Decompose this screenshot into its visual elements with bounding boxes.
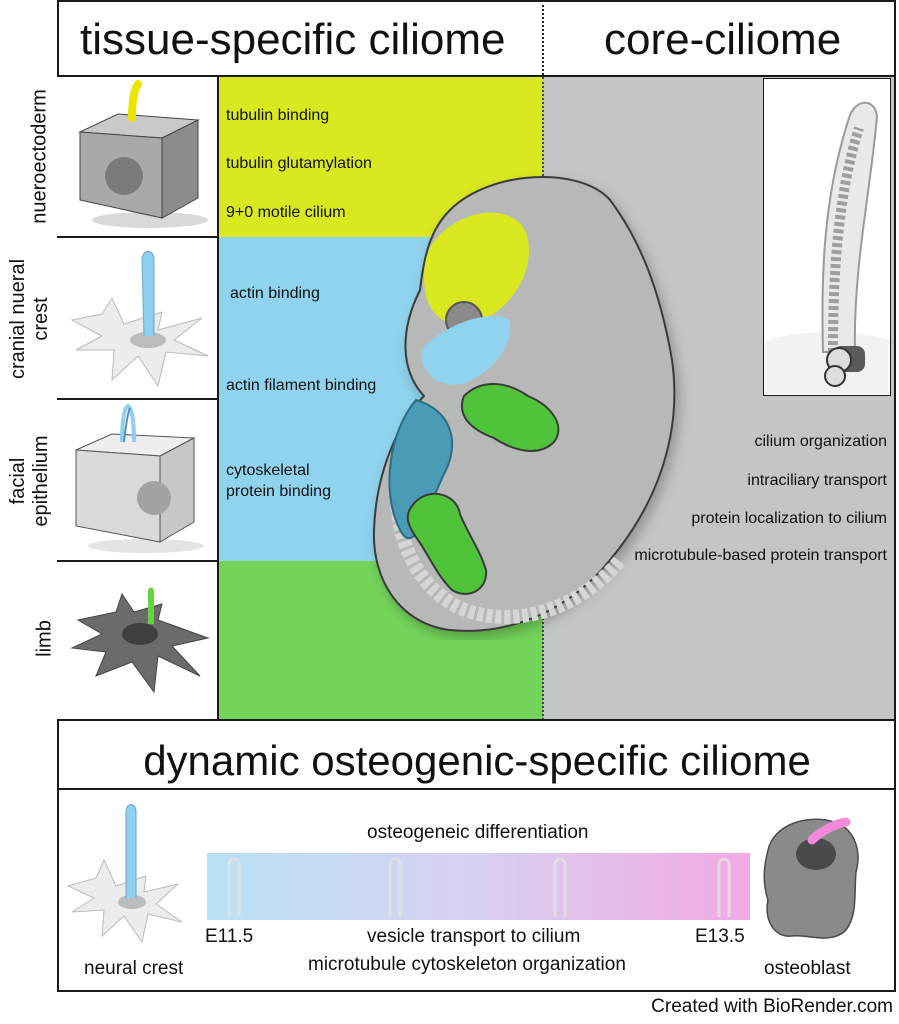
row-divider [57,398,219,400]
row-label-cranial-line1: cranial nueral [7,258,29,380]
header-divider [57,75,896,77]
differentiation-label: osteogeneic differentiation [367,822,589,843]
biorender-credit: Created with BioRender.com [651,996,893,1017]
term-tubulin-binding: tubulin binding [226,107,330,124]
row-label-facial-line1: facial [7,457,29,505]
core-ciliome-title: core-ciliome [604,15,842,64]
neural-crest-label: neural crest [84,958,184,979]
term-cytoskeletal-line1: cytoskeletal [226,462,310,479]
stage-end-label: E13.5 [695,926,745,947]
neural-crest-cell-illustration [66,804,183,944]
osteoblast-label: osteoblast [764,958,851,979]
term-vesicle-transport: vesicle transport to cilium [367,926,581,947]
cilium-structure-illustration [763,78,891,396]
term-motile-cilium: 9+0 motile cilium [226,204,346,221]
row-label-limb: limb [33,620,56,657]
row-label-neuroectoderm: nueroectoderm [28,89,51,224]
term-tubulin-glutamylation: tubulin glutamylation [226,155,372,172]
term-cytoskeletal-line2: protein binding [226,482,331,500]
cranial-crest-cell-illustration [70,251,209,388]
row-divider [57,236,219,238]
row-label-cranial-line2: crest [30,297,52,341]
row-label-facial-epithelium: facial epithelium [7,411,53,551]
facial-epithelium-cell-illustration [75,403,204,553]
differentiation-gradient-bar [207,853,750,920]
header-dotted-divider [542,0,544,75]
limb-cell-illustration [70,587,210,694]
tissue-specific-title: tissue-specific ciliome [80,15,506,64]
main-bottom-divider [57,719,896,721]
core-term-cilium-organization: cilium organization [754,433,887,450]
core-term-microtubule-transport: microtubule-based protein transport [634,547,887,564]
cilia-progression-icons [227,857,731,917]
dynamic-title-divider [57,788,896,790]
term-actin-binding: actin binding [230,285,320,302]
row-label-facial-line2: epithelium [30,435,52,527]
term-actin-filament-binding: actin filament binding [226,377,377,394]
term-microtubule-organization: microtubule cytoskeleton organization [308,954,626,975]
row-label-cranial-crest: cranial nueral crest [7,234,53,404]
core-term-protein-localization: protein localization to cilium [691,510,887,527]
stage-start-label: E11.5 [205,926,254,947]
term-cytoskeletal-protein-binding: cytoskeletal protein binding [226,461,331,503]
neuroectoderm-cell-illustration [78,80,208,228]
embryo-illustration [372,176,676,632]
core-term-intraciliary-transport: intraciliary transport [747,472,887,489]
row-divider [57,560,219,562]
osteoblast-cell-illustration [763,817,859,939]
dynamic-ciliome-title: dynamic osteogenic-specific ciliome [143,737,811,784]
